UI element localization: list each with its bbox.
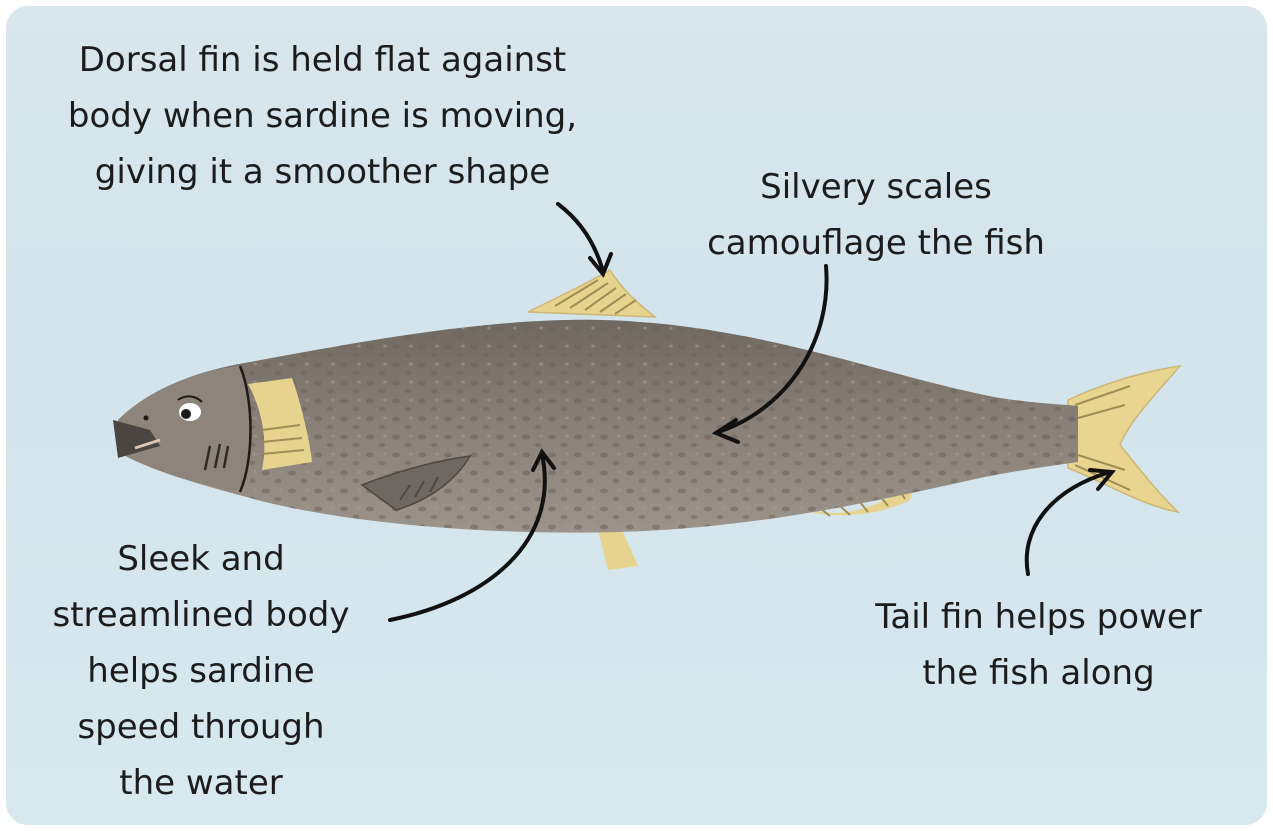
pelvic-fin [598, 530, 638, 570]
annotation-line: body when sardine is moving, [20, 88, 625, 144]
annotation-line: Tail fin helps power [826, 589, 1251, 645]
annotation-line: the fish along [826, 645, 1251, 701]
annotation-line: helps sardine [6, 643, 396, 699]
arrow-dorsal [558, 204, 611, 274]
annotation-silvery-scales: Silvery scales camouflage the fish [661, 159, 1091, 271]
annotation-tail-fin: Tail fin helps power the fish along [826, 589, 1251, 701]
annotation-line: the water [6, 755, 396, 811]
diagram-card: Dorsal fin is held flat against body whe… [6, 6, 1267, 825]
annotation-line: speed through [6, 699, 396, 755]
annotation-streamlined-body: Sleek and streamlined body helps sardine… [6, 531, 396, 811]
arrow-tail [1027, 470, 1112, 574]
annotation-line: giving it a smoother shape [20, 144, 625, 200]
annotation-line: camouflage the fish [661, 215, 1091, 271]
annotation-line: streamlined body [6, 587, 396, 643]
annotation-line: Silvery scales [661, 159, 1091, 215]
annotation-line: Sleek and [6, 531, 396, 587]
annotation-dorsal-fin: Dorsal fin is held flat against body whe… [20, 32, 625, 200]
annotation-line: Dorsal fin is held flat against [20, 32, 625, 88]
